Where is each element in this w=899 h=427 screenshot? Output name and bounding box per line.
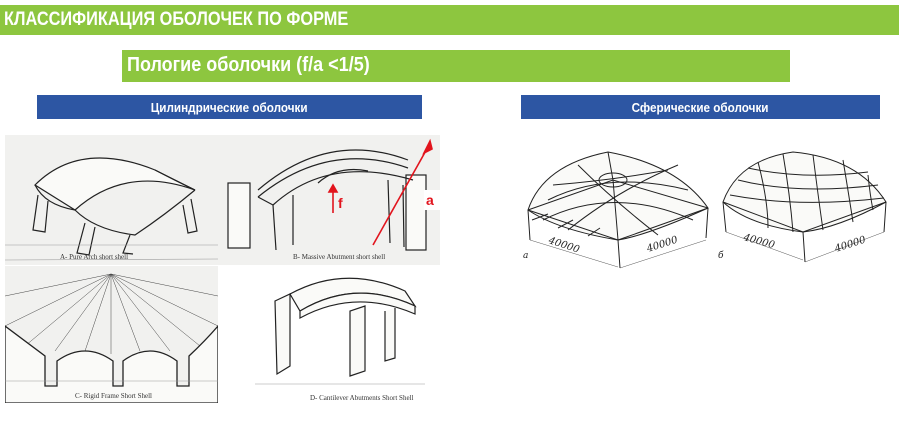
- figure-rigid-frame-shell: C- Rigid Frame Short Shell: [5, 266, 218, 403]
- dim-a-left: 40000: [546, 235, 581, 256]
- massive-abutment-drawing: f a: [227, 138, 440, 251]
- section-header-cylindrical: Цилиндрические оболочки: [37, 95, 422, 119]
- caption-rigid-frame: C- Rigid Frame Short Shell: [75, 392, 152, 400]
- label-a: a: [426, 192, 434, 208]
- rigid-frame-drawing: [5, 273, 218, 403]
- spherical-shells-drawing: 40000 40000 а 40000 40000 б: [523, 151, 887, 269]
- section-label-cylindrical: Цилиндрические оболочки: [151, 99, 308, 115]
- section-header-spherical: Сферические оболочки: [521, 95, 880, 119]
- pure-arch-drawing: [5, 157, 218, 261]
- caption-pure-arch: A- Pure Arch short shell: [60, 253, 129, 261]
- dim-b-right: 40000: [833, 234, 868, 255]
- subtitle-bar: Пологие оболочки (f/a <1/5): [122, 50, 790, 82]
- figure-cantilever-shell: D- Cantilever Abutments Short Shell: [255, 266, 425, 403]
- page-title: КЛАССИФИКАЦИЯ ОБОЛОЧЕК ПО ФОРМЕ: [4, 9, 349, 30]
- caption-massive-abutment: B- Massive Abutment short shell: [293, 253, 386, 261]
- figure-spherical-shells: 40000 40000 а 40000 40000 б: [518, 140, 896, 275]
- page-subtitle: Пологие оболочки (f/a <1/5): [127, 54, 370, 76]
- caption-cantilever: D- Cantilever Abutments Short Shell: [310, 394, 414, 402]
- section-label-spherical: Сферические оболочки: [632, 99, 769, 115]
- label-f: f: [338, 195, 343, 211]
- figure-massive-abutment-shell: f a B- Massive Abutment short shell: [218, 135, 440, 265]
- cantilever-drawing: [255, 277, 425, 385]
- letter-a: а: [523, 251, 528, 261]
- letter-b: б: [718, 250, 724, 261]
- title-bar: КЛАССИФИКАЦИЯ ОБОЛОЧЕК ПО ФОРМЕ: [0, 5, 899, 35]
- figure-pure-arch-shell: A- Pure Arch short shell: [5, 135, 218, 265]
- dim-b-left: 40000: [741, 232, 776, 251]
- dim-a-right: 40000: [645, 234, 680, 255]
